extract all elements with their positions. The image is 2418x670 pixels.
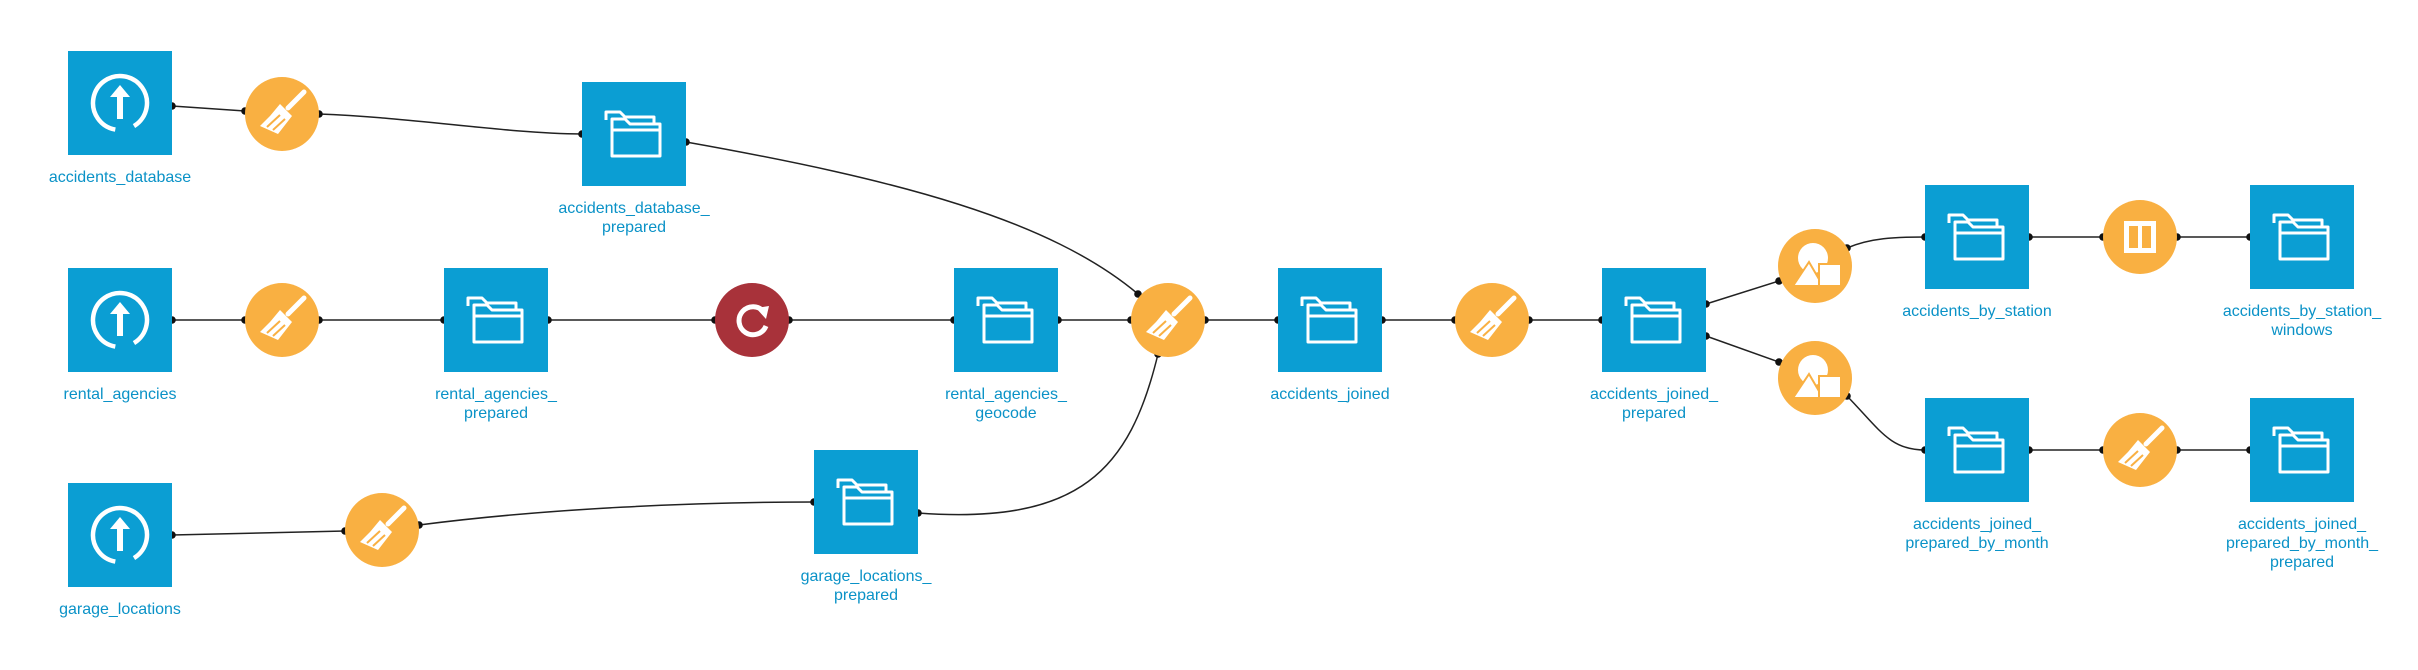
dataset-accidents_joined_prepared_by_month_prepared[interactable] bbox=[2250, 398, 2354, 502]
nodes-layer bbox=[68, 51, 2354, 587]
dataset-label-line: accidents_by_station_ bbox=[2223, 303, 2382, 320]
dataset-label-line: prepared_by_month bbox=[1905, 535, 2048, 552]
dataset-label[interactable]: accidents_by_station bbox=[1902, 303, 2051, 320]
folder-icon bbox=[1947, 426, 2005, 474]
dataset-label-line: accidents_by_station bbox=[1902, 303, 2051, 320]
dataset-label[interactable]: accidents_database_ prepared bbox=[558, 200, 710, 236]
flow-edge bbox=[685, 141, 1139, 295]
flow-edge bbox=[917, 353, 1159, 516]
upload-icon bbox=[90, 505, 150, 565]
dataset-accidents_by_station[interactable] bbox=[1925, 185, 2029, 289]
sync-icon bbox=[736, 304, 769, 338]
dataset-garage_locations_prepared[interactable] bbox=[814, 450, 918, 554]
recipe-prepare_accidents_joined[interactable] bbox=[1455, 283, 1529, 357]
recipe-window_by_station[interactable] bbox=[2103, 200, 2177, 274]
flow-edge bbox=[1846, 236, 1926, 249]
recipe-prepare_join[interactable] bbox=[1131, 283, 1205, 357]
dataset-label-line: prepared bbox=[2270, 554, 2334, 571]
dataset-label[interactable]: accidents_joined_ prepared_by_month_prepa… bbox=[2226, 516, 2379, 571]
dataset-accidents_joined_prepared[interactable] bbox=[1602, 268, 1706, 372]
dataset-rental_agencies[interactable] bbox=[68, 268, 172, 372]
dataset-rental_agencies_prepared[interactable] bbox=[444, 268, 548, 372]
dataset-label[interactable]: rental_agencies bbox=[64, 386, 177, 403]
recipe-prepare_accidents_database[interactable] bbox=[245, 77, 319, 151]
labels-layer: accidents_database accidents_database_pre… bbox=[49, 169, 2382, 618]
dataset-label[interactable]: accidents_joined_ prepared bbox=[1590, 386, 1719, 422]
dataset-label-line: prepared bbox=[834, 587, 898, 604]
dataset-label-line: garage_locations_ bbox=[801, 568, 933, 585]
dataset-rental_agencies_geocode[interactable] bbox=[954, 268, 1058, 372]
dataset-label-line: prepared bbox=[1622, 405, 1686, 422]
dataset-label-line: rental_agencies_ bbox=[435, 386, 558, 403]
flow-edge bbox=[1846, 395, 1926, 451]
upload-icon bbox=[90, 290, 150, 350]
recipe-group_by_station[interactable] bbox=[1778, 229, 1852, 303]
broom-icon bbox=[1470, 295, 1517, 340]
flow-edge bbox=[1705, 280, 1780, 305]
dataset-label-line: rental_agencies bbox=[64, 386, 177, 403]
dataset-label-line: geocode bbox=[975, 405, 1036, 422]
dataset-label-line: accidents_database_ bbox=[558, 200, 710, 217]
flow-edge bbox=[1705, 335, 1780, 363]
recipe-prepare_garage_locations[interactable] bbox=[345, 493, 419, 567]
group-icon bbox=[1791, 243, 1842, 287]
flow-edge bbox=[318, 113, 583, 135]
recipe-sync_rental_agencies[interactable] bbox=[715, 283, 789, 357]
dataset-label-line: accidents_joined_ bbox=[1590, 386, 1719, 403]
dataset-label-line: prepared bbox=[464, 405, 528, 422]
dataset-label[interactable]: rental_agencies_ prepared bbox=[435, 386, 558, 422]
flow-edge bbox=[171, 530, 346, 536]
dataset-label-line: windows bbox=[2270, 322, 2332, 339]
dataset-label[interactable]: accidents_by_station_windows bbox=[2223, 303, 2382, 339]
broom-icon bbox=[260, 295, 307, 340]
edges-layer bbox=[171, 105, 2250, 536]
folder-icon bbox=[604, 110, 662, 158]
dataset-label-line: accidents_database bbox=[49, 169, 191, 186]
folder-icon bbox=[1300, 296, 1358, 344]
dataset-label[interactable]: garage_locations bbox=[59, 601, 181, 618]
dataset-label[interactable]: accidents_joined_ prepared_by_month bbox=[1905, 516, 2048, 552]
group-icon bbox=[1791, 355, 1842, 399]
dataset-garage_locations[interactable] bbox=[68, 483, 172, 587]
upload-icon bbox=[90, 73, 150, 133]
dataset-accidents_database_prepared[interactable] bbox=[582, 82, 686, 186]
edge-port bbox=[1134, 290, 1142, 298]
dataset-label-line: prepared bbox=[602, 219, 666, 236]
broom-icon bbox=[2118, 425, 2165, 470]
recipe-prepare_by_month[interactable] bbox=[2103, 413, 2177, 487]
dataset-label-line: prepared_by_month_ bbox=[2226, 535, 2379, 552]
folder-icon bbox=[1624, 296, 1682, 344]
flow-edge bbox=[171, 105, 246, 112]
folder-icon bbox=[2272, 426, 2330, 474]
dataset-accidents_joined[interactable] bbox=[1278, 268, 1382, 372]
dataset-accidents_by_station_windows[interactable] bbox=[2250, 185, 2354, 289]
folder-icon bbox=[2272, 213, 2330, 261]
folder-icon bbox=[1947, 213, 2005, 261]
dataset-label-line: garage_locations bbox=[59, 601, 181, 618]
window-icon bbox=[2124, 221, 2156, 253]
dataset-accidents_database[interactable] bbox=[68, 51, 172, 155]
folder-icon bbox=[466, 296, 524, 344]
recipe-group_by_month[interactable] bbox=[1778, 341, 1852, 415]
flow-edge bbox=[418, 501, 815, 526]
dataset-label-line: accidents_joined bbox=[1270, 386, 1389, 403]
broom-icon bbox=[260, 89, 307, 134]
dataset-label[interactable]: accidents_database bbox=[49, 169, 191, 186]
dataset-accidents_joined_prepared_by_month[interactable] bbox=[1925, 398, 2029, 502]
dataset-label[interactable]: garage_locations_ prepared bbox=[801, 568, 933, 604]
recipe-circle[interactable] bbox=[715, 283, 789, 357]
broom-icon bbox=[360, 505, 407, 550]
folder-icon bbox=[976, 296, 1034, 344]
dataset-label-line: accidents_joined_ bbox=[2238, 516, 2367, 533]
dataset-label-line: accidents_joined_ bbox=[1913, 516, 2042, 533]
broom-icon bbox=[1146, 295, 1193, 340]
dataset-label-line: rental_agencies_ bbox=[945, 386, 1068, 403]
recipe-prepare_rental_agencies[interactable] bbox=[245, 283, 319, 357]
dataset-label[interactable]: accidents_joined bbox=[1270, 386, 1389, 403]
folder-icon bbox=[836, 478, 894, 526]
dataset-label[interactable]: rental_agencies_geocode bbox=[945, 386, 1068, 422]
